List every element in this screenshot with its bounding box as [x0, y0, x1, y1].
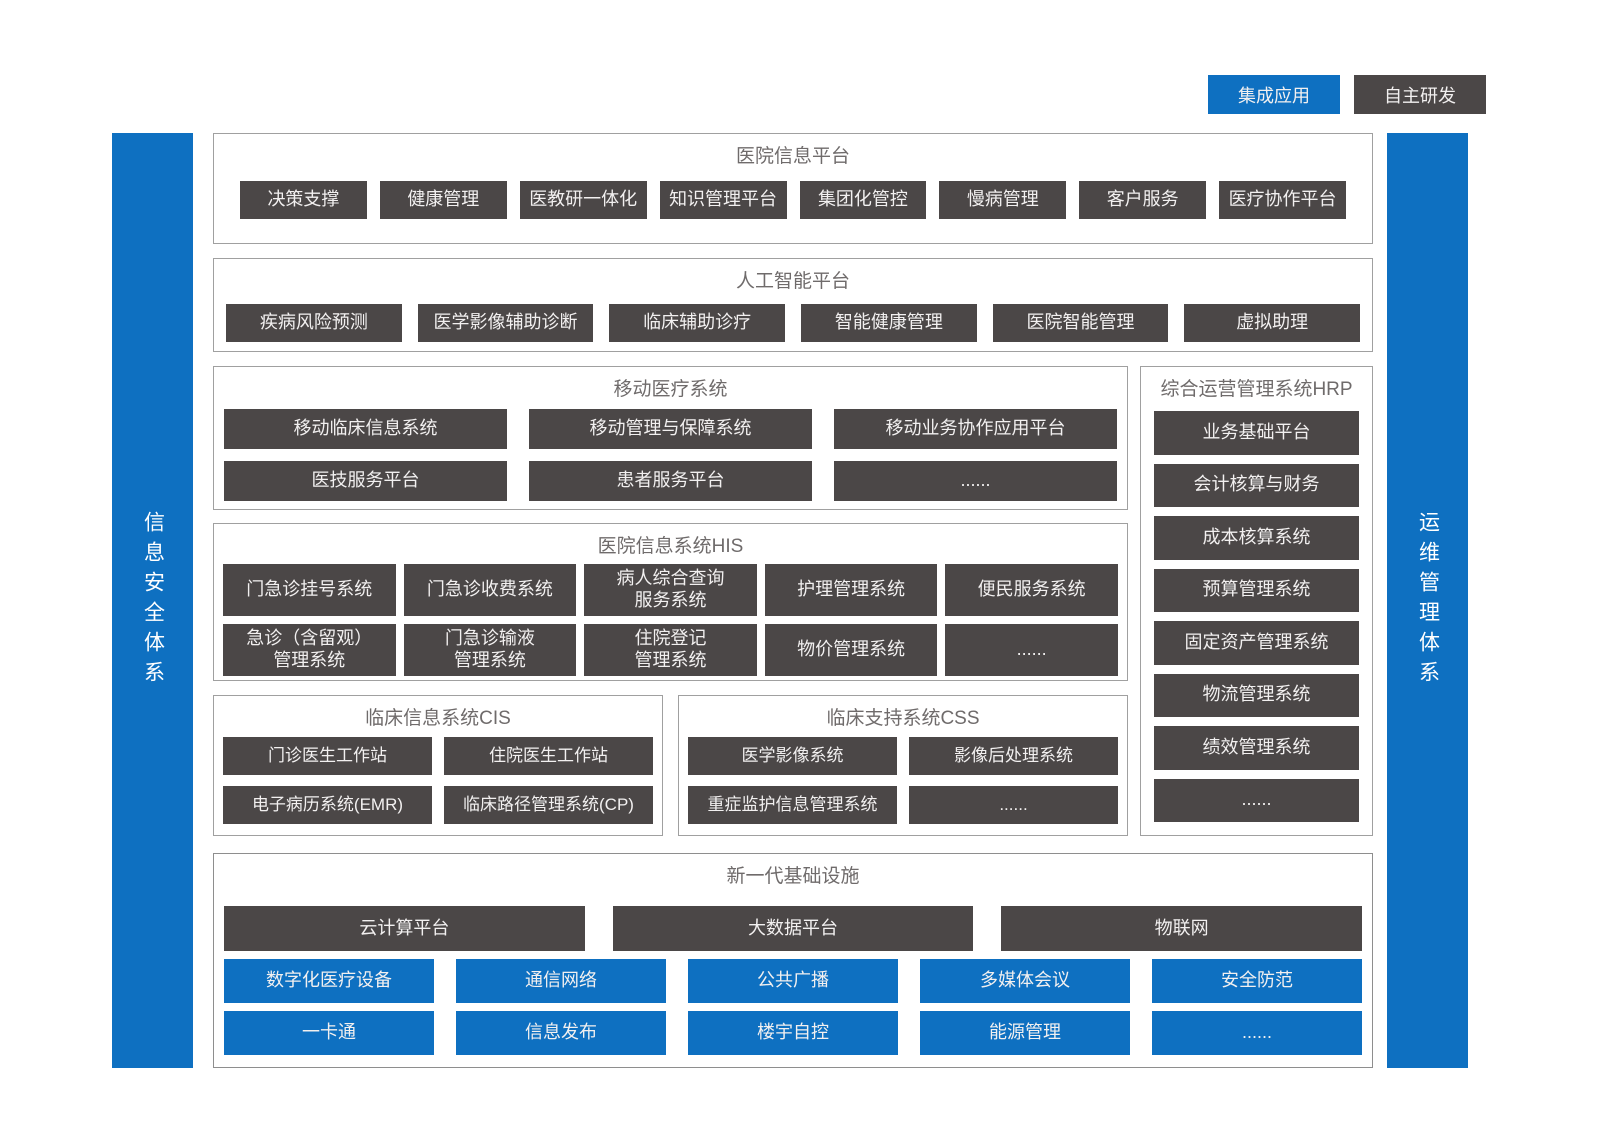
panel-title: 临床信息系统CIS	[365, 708, 511, 729]
module-row: 移动临床信息系统 移动管理与保障系统 移动业务协作应用平台	[214, 409, 1127, 449]
module-row: 一卡通 信息发布 楼宇自控 能源管理 ......	[214, 1011, 1372, 1055]
module-row: 重症监护信息管理系统 ......	[679, 786, 1127, 824]
module-box: 绩效管理系统	[1154, 726, 1359, 770]
module-row: 急诊（含留观） 管理系统 门急诊输液 管理系统 住院登记 管理系统 物价管理系统…	[214, 624, 1127, 676]
panel-title: 医院信息平台	[735, 146, 850, 167]
module-box: 业务基础平台	[1154, 411, 1359, 455]
infra-box: 安全防范	[1152, 959, 1362, 1003]
module-row: 疾病风险预测 医学影像辅助诊断 临床辅助诊疗 智能健康管理 医院智能管理 虚拟助…	[214, 304, 1372, 342]
panel-new-infrastructure: 新一代基础设施 云计算平台 大数据平台 物联网 数字化医疗设备 通信网络 公共广…	[213, 853, 1373, 1068]
module-box: ......	[834, 461, 1117, 501]
infra-box: 能源管理	[920, 1011, 1130, 1055]
module-box: 医院智能管理	[992, 304, 1169, 342]
module-box: 智能健康管理	[801, 304, 977, 342]
panel-title: 移动医疗系统	[613, 379, 728, 400]
panel-title: 医院信息系统HIS	[597, 536, 744, 557]
module-box: 影像后处理系统	[909, 737, 1118, 775]
legend: 集成应用 自主研发	[1208, 75, 1486, 114]
module-box: 物联网	[1001, 906, 1363, 951]
panel-mobile-medical-system: 移动医疗系统 移动临床信息系统 移动管理与保障系统 移动业务协作应用平台 医技服…	[213, 366, 1128, 510]
module-box: ......	[909, 786, 1118, 824]
panel-title: 新一代基础设施	[726, 866, 860, 887]
module-box: 云计算平台	[224, 906, 585, 951]
infra-box: 通信网络	[456, 959, 666, 1003]
module-box: 移动临床信息系统	[224, 409, 507, 449]
module-row: 数字化医疗设备 通信网络 公共广播 多媒体会议 安全防范	[214, 959, 1372, 1003]
panel-ai-platform: 人工智能平台 疾病风险预测 医学影像辅助诊断 临床辅助诊疗 智能健康管理 医院智…	[213, 258, 1373, 352]
module-box: 物价管理系统	[764, 624, 938, 676]
module-box: 电子病历系统(EMR)	[223, 786, 432, 824]
module-box: 大数据平台	[612, 906, 974, 951]
left-bar-label: 信息安全体系	[141, 510, 165, 691]
module-box: 患者服务平台	[529, 461, 812, 501]
module-row: 门急诊挂号系统 门急诊收费系统 病人综合查询 服务系统 护理管理系统 便民服务系…	[214, 564, 1127, 616]
panel-cis-system: 临床信息系统CIS 门诊医生工作站 住院医生工作站 电子病历系统(EMR) 临床…	[213, 695, 663, 836]
module-box: 门急诊挂号系统	[223, 564, 396, 616]
module-box: 医疗协作平台	[1219, 181, 1346, 219]
left-bar-information-security: 信息安全体系	[112, 133, 193, 1068]
module-box: 临床辅助诊疗	[609, 304, 786, 342]
infra-box: 公共广播	[688, 959, 898, 1003]
module-box: 临床路径管理系统(CP)	[444, 786, 653, 824]
panel-css-system: 临床支持系统CSS 医学影像系统 影像后处理系统 重症监护信息管理系统 ....…	[678, 695, 1128, 836]
module-box: 集团化管控	[799, 181, 927, 219]
panel-hrp-system: 综合运营管理系统HRP 业务基础平台 会计核算与财务 成本核算系统 预算管理系统…	[1140, 366, 1373, 836]
module-box: 虚拟助理	[1184, 304, 1361, 342]
infra-box: 一卡通	[224, 1011, 434, 1055]
panel-hospital-info-platform: 医院信息平台 决策支撑 健康管理 医教研一体化 知识管理平台 集团化管控 慢病管…	[213, 133, 1373, 244]
right-bar-label: 运维管理体系	[1416, 510, 1440, 691]
module-box: 决策支撑	[240, 181, 367, 219]
module-row: 医技服务平台 患者服务平台 ......	[214, 461, 1127, 501]
module-box: 医学影像辅助诊断	[417, 304, 594, 342]
module-box: 预算管理系统	[1154, 568, 1359, 612]
module-row: 云计算平台 大数据平台 物联网	[214, 906, 1372, 951]
module-row: 门诊医生工作站 住院医生工作站	[214, 737, 662, 775]
infra-box: 楼宇自控	[688, 1011, 898, 1055]
infra-box: ......	[1152, 1011, 1362, 1055]
module-box: 会计核算与财务	[1154, 463, 1359, 507]
module-box: ......	[945, 624, 1118, 676]
module-box: 门诊医生工作站	[223, 737, 432, 775]
module-box: 急诊（含留观） 管理系统	[223, 624, 396, 676]
panel-title: 综合运营管理系统HRP	[1160, 379, 1353, 400]
module-box: 知识管理平台	[659, 181, 787, 219]
infra-box: 数字化医疗设备	[224, 959, 434, 1003]
module-box: 慢病管理	[939, 181, 1067, 219]
panel-his-system: 医院信息系统HIS 门急诊挂号系统 门急诊收费系统 病人综合查询 服务系统 护理…	[213, 523, 1128, 681]
module-box: 固定资产管理系统	[1154, 621, 1359, 665]
module-stack: 业务基础平台 会计核算与财务 成本核算系统 预算管理系统 固定资产管理系统 物流…	[1141, 401, 1372, 835]
module-box: 移动业务协作应用平台	[834, 409, 1117, 449]
module-row: 医学影像系统 影像后处理系统	[679, 737, 1127, 775]
module-box: 住院登记 管理系统	[584, 624, 757, 676]
module-box: 客户服务	[1079, 181, 1207, 219]
module-row: 决策支撑 健康管理 医教研一体化 知识管理平台 集团化管控 慢病管理 客户服务 …	[214, 181, 1372, 219]
right-bar-operations-management: 运维管理体系	[1387, 133, 1468, 1068]
module-box: 医学影像系统	[688, 737, 897, 775]
module-box: 护理管理系统	[764, 564, 938, 616]
panel-title: 人工智能平台	[735, 271, 850, 292]
legend-integrated-application: 集成应用	[1208, 75, 1340, 114]
module-box: 门急诊收费系统	[403, 564, 577, 616]
infra-box: 信息发布	[456, 1011, 666, 1055]
module-row: 电子病历系统(EMR) 临床路径管理系统(CP)	[214, 786, 662, 824]
module-box: 便民服务系统	[945, 564, 1118, 616]
module-box: 病人综合查询 服务系统	[584, 564, 757, 616]
module-box: ......	[1154, 778, 1359, 822]
module-box: 移动管理与保障系统	[529, 409, 812, 449]
panel-title: 临床支持系统CSS	[826, 708, 980, 729]
module-box: 医教研一体化	[519, 181, 647, 219]
module-box: 成本核算系统	[1154, 516, 1359, 560]
legend-self-developed: 自主研发	[1354, 75, 1486, 114]
infra-box: 多媒体会议	[920, 959, 1130, 1003]
module-box: 医技服务平台	[224, 461, 507, 501]
module-box: 健康管理	[379, 181, 507, 219]
module-box: 疾病风险预测	[226, 304, 402, 342]
module-box: 住院医生工作站	[444, 737, 653, 775]
module-box: 重症监护信息管理系统	[688, 786, 897, 824]
module-box: 物流管理系统	[1154, 673, 1359, 717]
module-box: 门急诊输液 管理系统	[403, 624, 577, 676]
main-diagram-area: 医院信息平台 决策支撑 健康管理 医教研一体化 知识管理平台 集团化管控 慢病管…	[213, 133, 1373, 1068]
